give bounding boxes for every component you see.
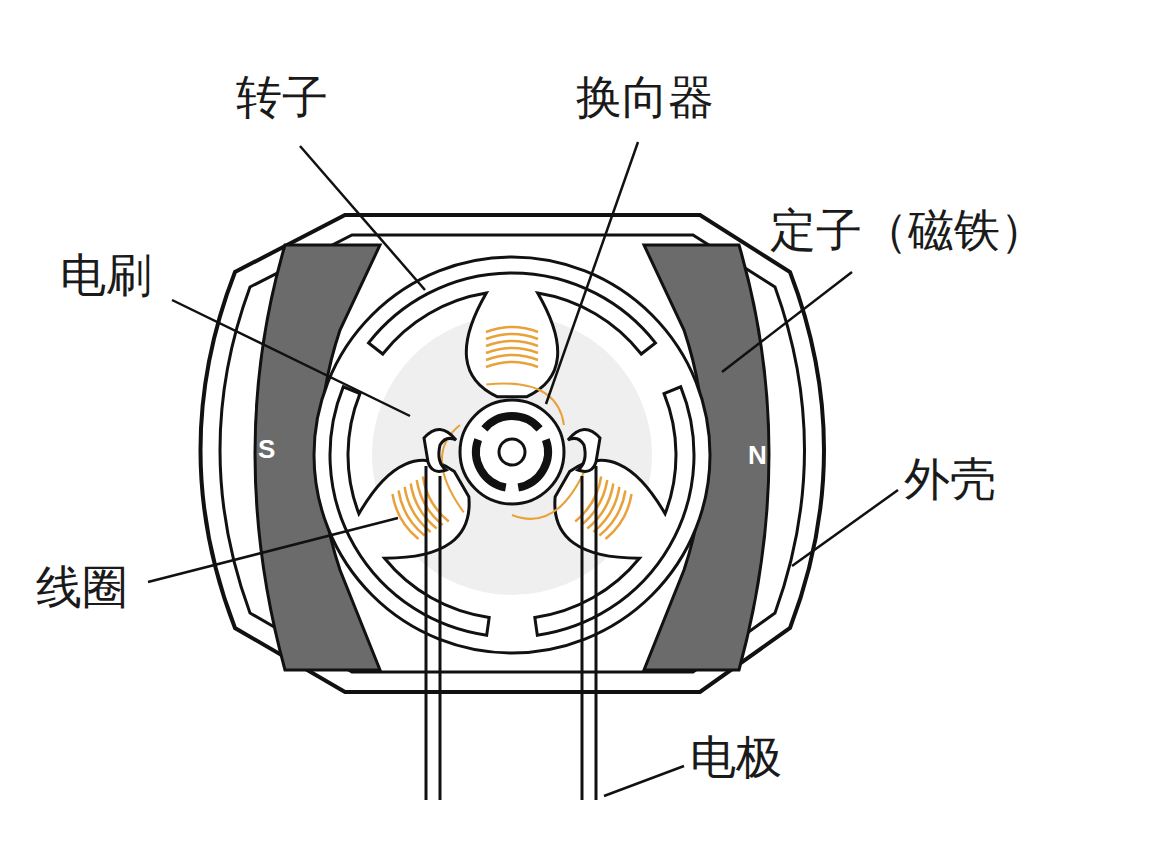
- brush-left: [424, 429, 456, 471]
- commutator-segment: [484, 416, 539, 429]
- part-label: 换向器: [576, 70, 714, 125]
- shaft: [499, 439, 525, 465]
- electrode-right: [582, 466, 596, 800]
- coil-turn: [388, 494, 418, 542]
- electrode-left: [426, 466, 440, 800]
- rotor-poles: [330, 273, 694, 635]
- brush-right: [568, 429, 600, 471]
- part-label: 外壳: [904, 452, 996, 507]
- rotor-disc: [314, 257, 710, 653]
- coil-turn: [486, 327, 538, 332]
- coil-turn: [486, 362, 538, 367]
- commutator-base: [460, 400, 564, 504]
- rotor-pole: [369, 273, 656, 397]
- housing-inner: [220, 235, 805, 672]
- pole-label: S: [258, 434, 275, 465]
- coil-turn: [486, 355, 538, 360]
- rotor-pole: [330, 387, 489, 635]
- pole-label: N: [748, 440, 767, 471]
- housing-outline: [201, 215, 825, 692]
- rotor-pole: [535, 387, 694, 635]
- coil-turn: [486, 334, 538, 339]
- part-label: 线圈: [36, 560, 128, 615]
- coil-turn: [486, 348, 538, 353]
- commutator-segments: [476, 416, 548, 487]
- coil-turn: [606, 494, 636, 542]
- part-label: 电极: [690, 730, 782, 785]
- part-label: 转子: [236, 70, 328, 125]
- part-label: 定子（磁铁）: [770, 203, 1046, 258]
- coil-turn: [486, 341, 538, 346]
- part-label: 电刷: [60, 248, 152, 303]
